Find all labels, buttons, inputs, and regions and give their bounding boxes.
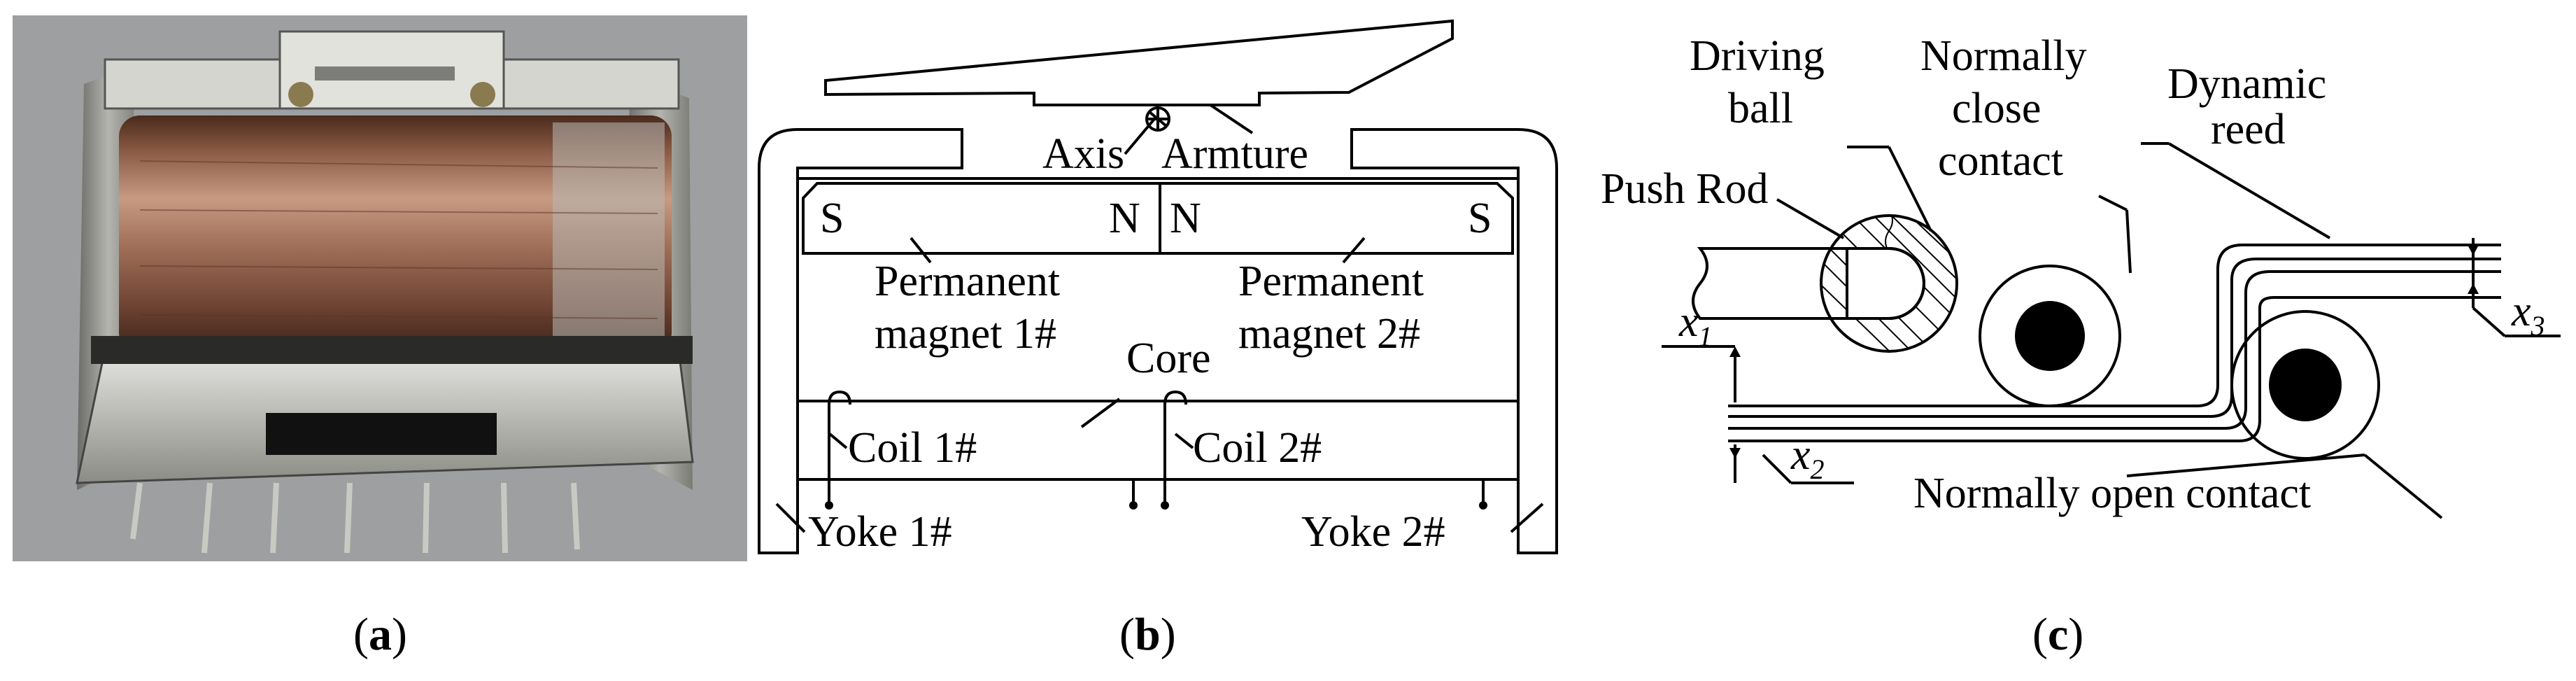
- label-x1: x1: [1678, 298, 1713, 352]
- relay-body: [796, 177, 1520, 481]
- label-dyn-line1: Dynamic: [2167, 60, 2326, 108]
- panel-b-diagram: Axis Armture S N N S Permanent magnet 1#…: [758, 19, 1558, 556]
- label-push-rod: Push Rod: [1601, 165, 1768, 213]
- nc-contact-core: [2015, 301, 2085, 371]
- label-pole-n-right: N: [1170, 195, 1201, 242]
- label-x3: x3: [2511, 288, 2545, 342]
- no-contact-core: [2269, 349, 2342, 421]
- caption-b: (b): [1119, 609, 1176, 660]
- label-nc-line3: contact: [1938, 137, 2063, 185]
- label-nc-line1: Normally: [1920, 32, 2087, 80]
- dynamic-reed: [1728, 244, 2501, 407]
- label-pole-s-left: S: [820, 195, 844, 242]
- coil-1-hook: [828, 390, 851, 479]
- permanent-magnet-2: [1159, 182, 1514, 255]
- armature-lever: [824, 19, 1454, 106]
- label-yoke-2: Yoke 2#: [1301, 508, 1445, 556]
- label-core: Core: [1126, 335, 1211, 382]
- label-x2: x2: [1790, 431, 1825, 485]
- panel-a-photo: [13, 15, 747, 561]
- label-pm1-line2: magnet 1#: [875, 310, 1056, 358]
- label-dyn-line2: reed: [2211, 106, 2286, 153]
- panel-c-diagram: Driving ball Normally close contact Dyna…: [1601, 32, 2561, 519]
- label-yoke-1: Yoke 1#: [808, 508, 952, 556]
- label-pole-s-right: S: [1468, 195, 1492, 242]
- label-normally-open-contact: Normally open contact: [1913, 470, 2311, 517]
- label-pm2-line2: magnet 2#: [1238, 310, 1420, 358]
- label-pm2-line1: Permanent: [1238, 258, 1424, 305]
- yoke-frame: [758, 128, 963, 554]
- label-coil-2: Coil 2#: [1193, 424, 1322, 472]
- caption-a: (a): [353, 609, 407, 660]
- label-driving-line1: Driving: [1690, 32, 1825, 80]
- label-armature: Armture: [1161, 130, 1308, 178]
- label-nc-line2: close: [1952, 85, 2041, 132]
- permanent-magnet-1: [802, 182, 1161, 255]
- label-driving-line2: ball: [1728, 85, 1793, 132]
- caption-c: (c): [2032, 609, 2083, 660]
- label-pm1-line1: Permanent: [875, 258, 1060, 305]
- coil-2-hook: [1163, 390, 1187, 504]
- label-axis: Axis: [1042, 130, 1124, 178]
- label-coil-1: Coil 1#: [848, 424, 977, 472]
- label-pole-n-left: N: [1109, 195, 1140, 242]
